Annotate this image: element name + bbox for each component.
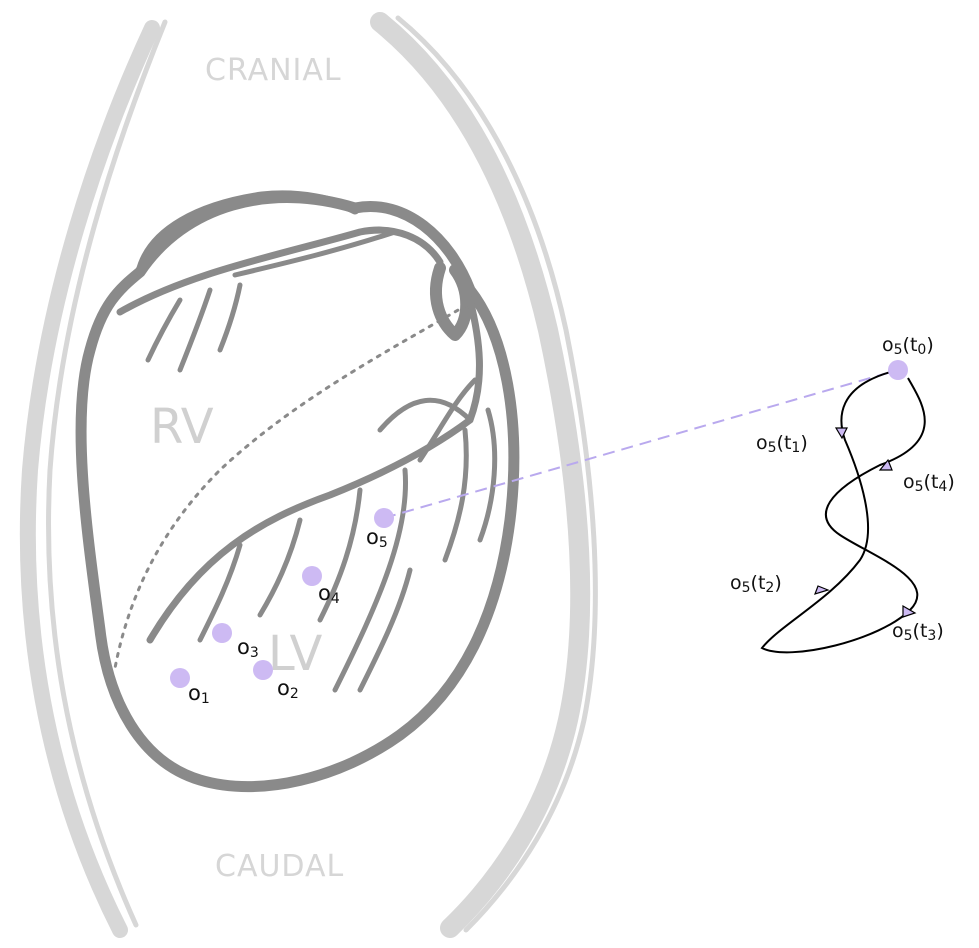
label-t0: o5(t0): [882, 334, 934, 358]
vessel-upper-1: [235, 232, 395, 275]
vessel-branch-3: [480, 410, 495, 540]
arrow-t2: [815, 586, 828, 594]
vessel-main: [150, 300, 479, 640]
lv-label: LV: [268, 626, 322, 682]
point-o2: [253, 660, 273, 680]
vessel-branch-6: [260, 520, 300, 615]
label-t3: o5(t3): [892, 620, 944, 644]
coronary-vessels: [148, 232, 495, 690]
trajectory-curve: [762, 370, 925, 652]
point-o3: [212, 623, 232, 643]
arrow-t1: [836, 428, 847, 438]
great-vessel: [436, 268, 466, 335]
point-o1: [170, 668, 190, 688]
caudal-label: CAUDAL: [215, 849, 344, 884]
vessel-branch-8: [360, 570, 410, 690]
vessel-upper-4: [148, 300, 180, 360]
cranial-label: CRANIAL: [205, 53, 342, 88]
vessel-upper-2: [180, 290, 210, 370]
vessel-upper-3: [220, 285, 240, 350]
label-t2: o5(t2): [730, 572, 782, 596]
vessel-branch-4: [335, 470, 406, 690]
label-o1: o1: [188, 681, 210, 707]
trajectory-start-point: [888, 360, 908, 380]
label-t4: o5(t4): [903, 471, 955, 495]
label-o5: o5: [366, 525, 388, 551]
label-t1: o5(t1): [756, 432, 808, 456]
rv-label: RV: [150, 399, 214, 455]
right-rib: [380, 22, 580, 928]
label-o3: o3: [237, 635, 259, 661]
